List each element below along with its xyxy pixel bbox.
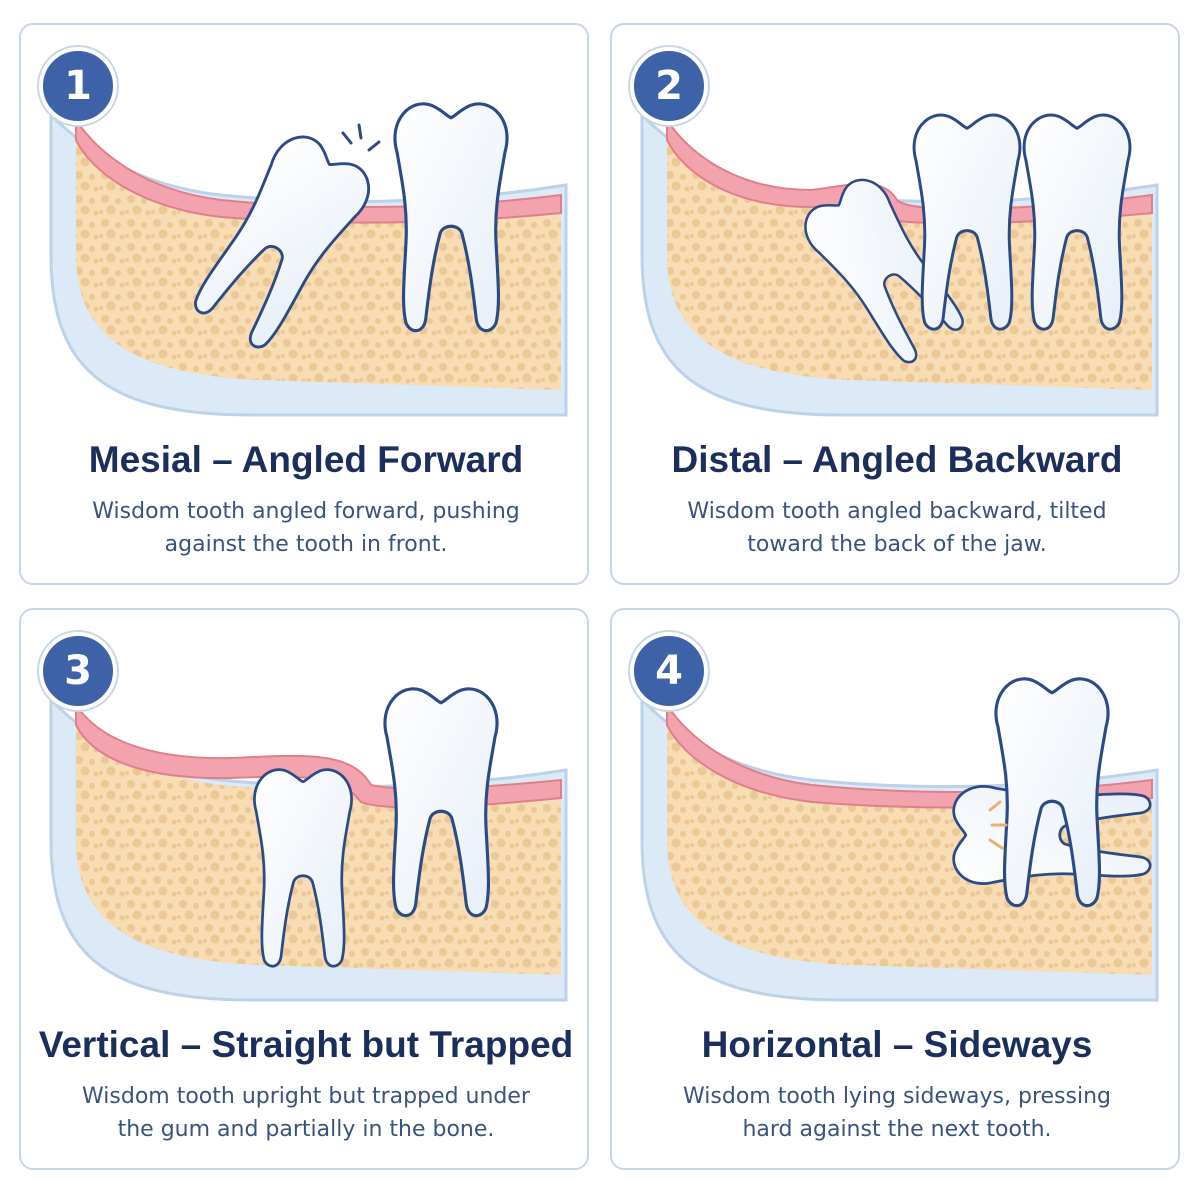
panel-title: Vertical – Straight but Trapped xyxy=(38,1024,574,1065)
panel-title: Mesial – Angled Forward xyxy=(88,439,524,480)
panel-horizontal: 4 Horizontal – Sideways Wisdom tooth lyi… xyxy=(610,608,1180,1170)
panel-number-badge: 2 xyxy=(630,47,708,125)
panel-number-badge: 4 xyxy=(630,632,708,710)
panel-description: Wisdom tooth lying sideways, pressing ha… xyxy=(683,1084,1111,1142)
gum xyxy=(666,116,1153,225)
gum xyxy=(666,701,1153,809)
jaw-bone xyxy=(667,705,1152,975)
panel-title: Distal – Angled Backward xyxy=(671,439,1123,480)
pressure-marks xyxy=(988,800,1008,850)
pressure-marks xyxy=(341,123,381,152)
mesial-illustration xyxy=(49,102,568,417)
gum xyxy=(75,116,562,224)
panel-number-badge: 1 xyxy=(39,47,117,125)
panel-vertical: 3 Vertical – Straight but Trapped Wisdom… xyxy=(19,608,589,1170)
panel-description: Wisdom tooth angled forward, pushing aga… xyxy=(92,499,520,557)
horizontal-illustration xyxy=(640,677,1159,1002)
gum xyxy=(75,701,562,809)
panel-distal: 2 Distal – Angled Backward Wisdom tooth … xyxy=(610,23,1180,585)
panel-number-badge: 3 xyxy=(39,632,117,710)
distal-illustration xyxy=(640,111,1159,417)
vertical-illustration xyxy=(49,687,568,1002)
panel-description: Wisdom tooth upright but trapped under t… xyxy=(82,1084,530,1142)
panel-title: Horizontal – Sideways xyxy=(701,1024,1093,1065)
panel-description: Wisdom tooth angled backward, tilted tow… xyxy=(687,499,1107,557)
panel-mesial: 1 Mesial – Angled Forward Wisdom tooth a… xyxy=(19,23,589,585)
